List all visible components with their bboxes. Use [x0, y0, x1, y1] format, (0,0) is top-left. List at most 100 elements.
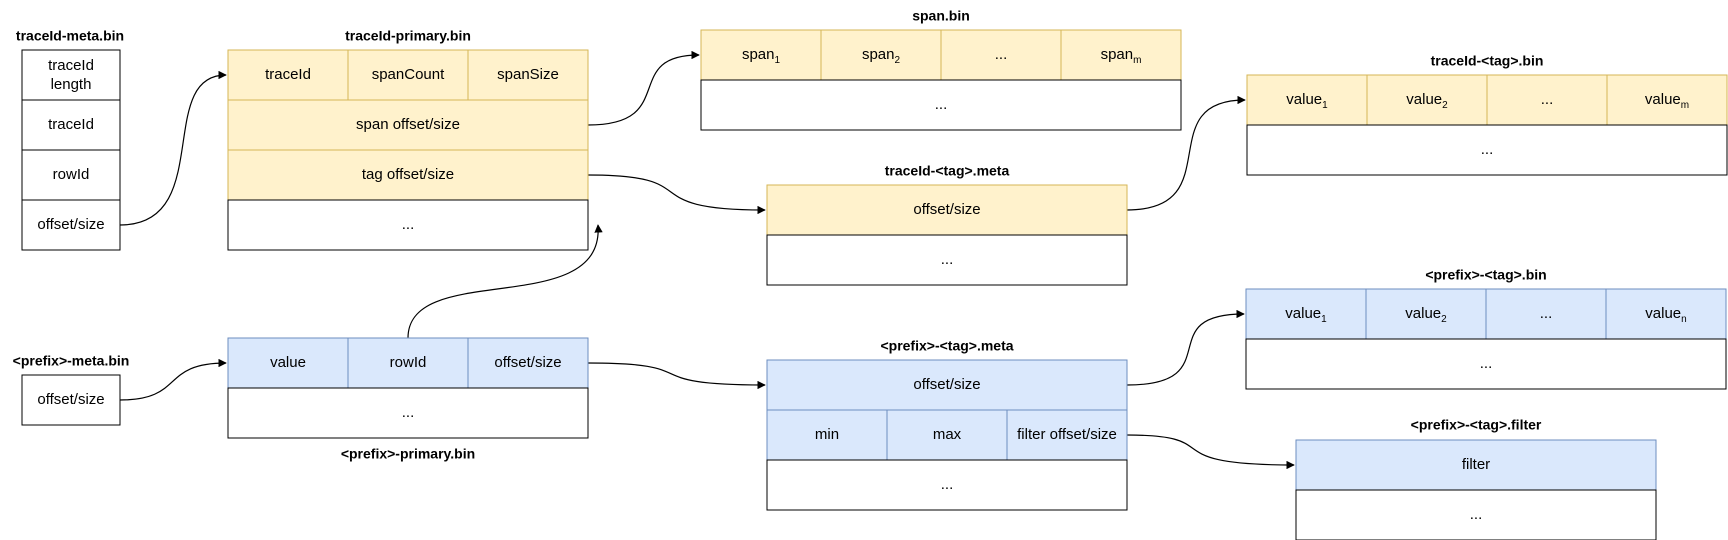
prefix-tag-filter-row-0-label: filter	[1462, 456, 1490, 473]
traceid-primary-row-1-label: tag offset/size	[362, 166, 454, 183]
traceid-primary-header-cell-2-label: spanSize	[497, 66, 559, 83]
span-offset-to-span-bin-arrow	[587, 50, 700, 126]
prefix-meta-title: <prefix>-meta.bin	[13, 353, 130, 369]
traceid-primary-title: traceId-primary.bin	[345, 28, 471, 44]
span-bin-more-row	[700, 79, 1182, 131]
node-layer: traceId-meta.bintraceIdlengthtraceIdrowI…	[13, 8, 1728, 540]
prefix-primary-header-cell-1-label: rowId	[390, 354, 427, 371]
prefix-tag-bin-header-cell-1-label-base: value	[1405, 305, 1441, 322]
traceid-tag-meta-row-0-label: offset/size	[913, 201, 980, 218]
span-bin-header-cell-0-label: span1	[742, 46, 781, 66]
prefix-tag-meta-header-cell-1-label: max	[933, 426, 962, 443]
traceid-tag-meta-more-label: ...	[941, 251, 954, 268]
traceid-tag-meta-more-row	[766, 234, 1128, 286]
prefix-tag-meta-row-0-label: offset/size	[913, 376, 980, 393]
prefix-tag-bin-title: <prefix>-<tag>.bin	[1425, 267, 1546, 283]
traceid-meta-cell-0	[21, 49, 121, 101]
span-bin-header-cell-3-label-base: span	[1101, 46, 1134, 63]
traceid-meta-block: traceId-meta.bintraceIdlengthtraceIdrowI…	[16, 28, 124, 251]
prefix-primary-header-cell-1	[347, 337, 469, 389]
span-bin-header-cell-2-label-base: ...	[995, 46, 1008, 63]
traceid-tag-bin-header-cell-3-label-base: value	[1645, 91, 1681, 108]
prefix-tag-bin-header-cell-3-label: valuen	[1645, 305, 1686, 325]
prefix-tag-bin-header-cell-2-label: ...	[1540, 305, 1553, 322]
prefix-tag-meta-title: <prefix>-<tag>.meta	[880, 338, 1013, 354]
prefix-tag-bin-more-row	[1245, 338, 1727, 390]
prefix-tag-bin-header-cell-0-label: value1	[1285, 305, 1327, 325]
traceid-tag-bin-header-cell-2	[1486, 74, 1608, 126]
prefix-primary-title: <prefix>-primary.bin	[341, 446, 475, 462]
tag-meta-to-tag-bin-arrow	[1126, 95, 1246, 211]
traceid-tag-bin-more-row	[1246, 124, 1728, 176]
traceid-primary-row-1	[227, 149, 589, 201]
prefix-primary-more-row	[227, 387, 589, 439]
span-bin-header-cell-0	[700, 29, 822, 81]
traceid-tag-bin-header-cell-3-label: valuem	[1645, 91, 1689, 111]
span-bin-header-cell-2-label: ...	[995, 46, 1008, 63]
traceid-tag-bin-header-cell-1-label: value2	[1406, 91, 1448, 111]
prefix-tag-filter-row-0	[1295, 439, 1657, 491]
traceid-tag-bin-header-cell-3	[1606, 74, 1728, 126]
prefix-tag-meta-more-row	[766, 459, 1128, 511]
traceid-tag-bin-header-cell-1	[1366, 74, 1488, 126]
span-bin-header-cell-1-label-subscript: 2	[894, 55, 900, 66]
prefix-tag-meta-header-cell-0-label: min	[815, 426, 839, 443]
prefix-tag-meta-to-tag-bin-arrow	[1126, 309, 1245, 386]
prefix-tag-bin-header-cell-1-label: value2	[1405, 305, 1447, 325]
traceid-tag-bin-header-cell-2-label-base: ...	[1541, 91, 1554, 108]
prefix-tag-bin-header-cell-3-label-subscript: n	[1681, 314, 1687, 325]
prefix-tag-bin-header-cell-2-label-base: ...	[1540, 305, 1553, 322]
prefix-tag-bin-header-cell-0-label-base: value	[1285, 305, 1321, 322]
traceid-primary-header-cell-2	[467, 49, 589, 101]
traceid-tag-meta-title: traceId-<tag>.meta	[885, 163, 1010, 179]
prefix-tag-bin-header-cell-0	[1245, 288, 1367, 340]
traceid-primary-row-0-label: span offset/size	[356, 116, 460, 133]
prefix-tag-meta-more-label: ...	[941, 476, 954, 493]
span-bin-header-cell-1	[820, 29, 942, 81]
prefix-meta-to-prefix-primary-arrow	[119, 358, 227, 401]
traceid-meta-cell-1-label: traceId	[48, 116, 94, 133]
traceid-meta-cell-3	[21, 199, 121, 251]
prefix-tag-meta-block: <prefix>-<tag>.meta offset/size min max filt…	[766, 338, 1128, 511]
prefix-tag-bin-header-cell-3-label-base: value	[1645, 305, 1681, 322]
filter-offset-to-filter-arrow	[1126, 434, 1295, 470]
traceid-primary-header-cell-1	[347, 49, 469, 101]
prefix-tag-bin-header-cell-1-label-subscript: 2	[1441, 314, 1447, 325]
prefix-tag-filter-more-row	[1295, 489, 1657, 540]
traceid-tag-bin-header-cell-1-label-base: value	[1406, 91, 1442, 108]
traceid-tag-bin-header-cell-0-label: value1	[1286, 91, 1328, 111]
rowid-to-primary-more-arrow	[407, 224, 603, 339]
prefix-tag-filter-title: <prefix>-<tag>.filter	[1411, 417, 1542, 433]
traceid-meta-to-primary-arrow	[119, 70, 227, 226]
traceid-tag-bin-header-cell-0	[1246, 74, 1368, 126]
traceid-primary-more-row	[227, 199, 589, 251]
prefix-tag-meta-header-cell-2-label: filter offset/size	[1017, 426, 1117, 443]
span-bin-header-cell-0-label-subscript: 1	[774, 55, 780, 66]
traceid-tag-bin-title: traceId-<tag>.bin	[1431, 53, 1544, 69]
prefix-tag-bin-header-cell-3	[1605, 288, 1727, 340]
traceid-primary-more-label: ...	[402, 216, 415, 233]
traceid-meta-cell-0-line-1: length	[51, 76, 92, 93]
prefix-primary-header-cell-0-label: value	[270, 354, 306, 371]
span-bin-header-cell-2	[940, 29, 1062, 81]
prefix-tag-bin-more-label: ...	[1480, 355, 1493, 372]
traceid-tag-bin-header-cell-2-label: ...	[1541, 91, 1554, 108]
traceid-meta-cell-3-label: offset/size	[37, 216, 104, 233]
prefix-tag-bin-header-cell-1	[1365, 288, 1487, 340]
prefix-tag-meta-header-cell-2	[1006, 409, 1128, 461]
traceid-meta-cell-2-label: rowId	[53, 166, 90, 183]
traceid-primary-row-0	[227, 99, 589, 151]
span-bin-header-cell-3-label: spanm	[1101, 46, 1142, 66]
span-bin-header-cell-1-label-base: span	[862, 46, 895, 63]
connector-layer	[119, 50, 1295, 470]
prefix-primary-header-cell-2-label: offset/size	[494, 354, 561, 371]
traceid-meta-title: traceId-meta.bin	[16, 28, 124, 44]
prefix-primary-header-cell-2	[467, 337, 589, 389]
prefix-tag-bin-header-cell-0-label-subscript: 1	[1321, 314, 1327, 325]
traceid-tag-bin-header-cell-1-label-subscript: 2	[1442, 100, 1448, 111]
